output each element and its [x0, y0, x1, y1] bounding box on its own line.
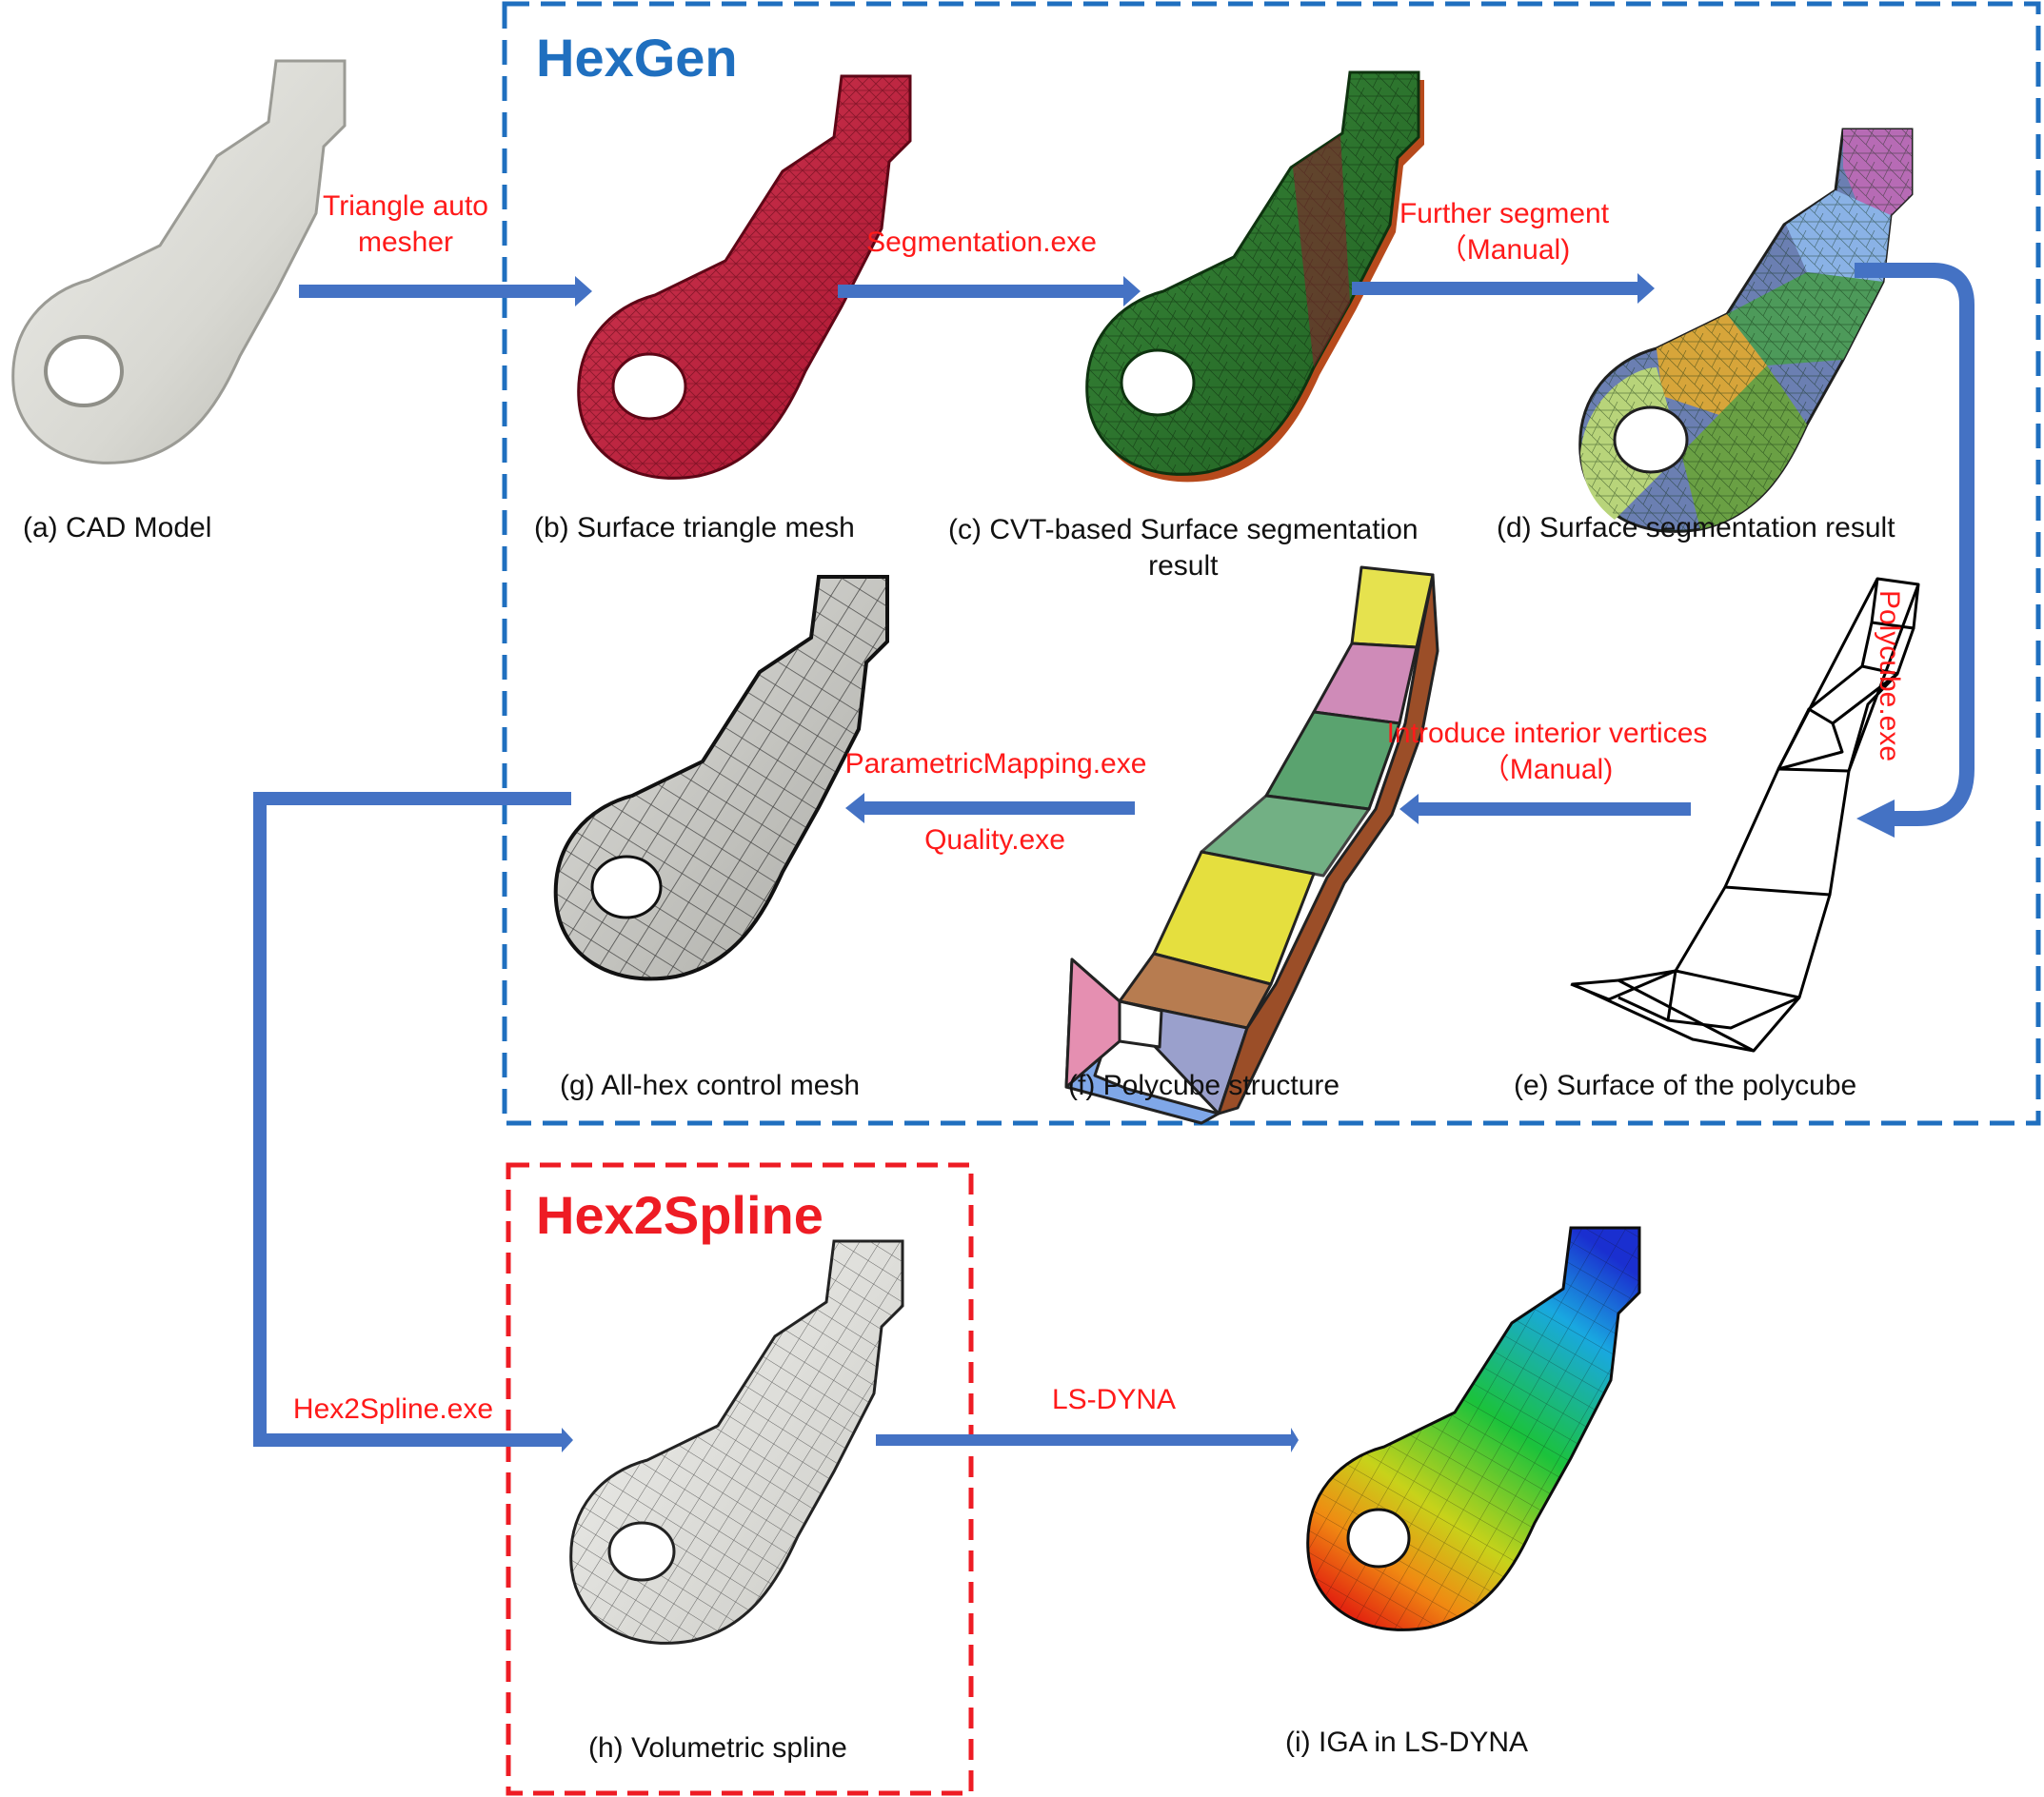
caption-b: (b) Surface triangle mesh: [534, 512, 855, 543]
arrow-hex2spline-vertical: [253, 792, 267, 1447]
volumetric-spline-image: [569, 1239, 904, 1645]
step-further-line2: （Manual): [1438, 234, 1571, 266]
caption-i: (i) IGA in LS-DYNA: [1285, 1727, 1529, 1758]
cad-model-image: [11, 59, 347, 464]
step-further-segment: Further segment （Manual): [1361, 196, 1647, 268]
step-triangle-line2: mesher: [357, 227, 454, 258]
step-parametric-mapping: ParametricMapping.exe: [844, 748, 1147, 780]
arrow-further-segment: [1352, 282, 1637, 295]
caption-h: (h) Volumetric spline: [588, 1732, 847, 1764]
polycube-structure-image: [1064, 565, 1439, 1125]
step-polycube: Polycube.exe: [1874, 589, 1905, 762]
arrow-segmentation: [838, 285, 1123, 298]
polycube-surface-image: [1570, 577, 1920, 1053]
caption-c-line1: (c) CVT-based Surface segmentation: [948, 514, 1419, 545]
step-segmentation: Segmentation.exe: [866, 227, 1097, 258]
step-lsdyna: LS-DYNA: [1051, 1384, 1177, 1415]
step-quality: Quality.exe: [924, 824, 1065, 856]
arrow-hex2spline-top: [253, 792, 571, 805]
hex-control-mesh-image: [553, 575, 889, 981]
arrow-polycube: [1855, 263, 1975, 826]
hexgen-group-box: [502, 1, 2041, 1126]
arrow-interior-vertices-head: [1399, 794, 1419, 824]
caption-d: (d) Surface segmentation result: [1497, 512, 1895, 543]
caption-e: (e) Surface of the polycube: [1514, 1070, 1857, 1101]
arrow-polycube-head: [1856, 800, 1895, 838]
triangle-mesh-image: [577, 74, 912, 480]
hex2spline-title: Hex2Spline: [536, 1185, 824, 1245]
caption-f: (f) Polycube structure: [1068, 1070, 1340, 1101]
arrows: [253, 263, 1975, 1452]
arrow-interior-vertices: [1419, 802, 1691, 816]
arrow-triangle-mesher-head: [575, 276, 592, 306]
arrow-triangle-mesher: [299, 285, 575, 298]
arrow-hex2spline-head: [562, 1428, 573, 1452]
step-interior-line1: Introduce interior vertices: [1386, 718, 1708, 749]
iga-lsdyna-image: [1306, 1226, 1641, 1631]
arrow-parametric-mapping: [864, 801, 1135, 815]
step-interior-line2: （Manual): [1480, 754, 1614, 785]
caption-c: (c) CVT-based Surface segmentation resul…: [948, 512, 1419, 584]
arrow-lsdyna-head: [1291, 1428, 1299, 1452]
arrow-segmentation-head: [1123, 276, 1141, 306]
segmentation-result-image: [1578, 128, 1914, 533]
hex2spline-group-box: [506, 1162, 974, 1796]
step-triangle-mesher: Triangle auto mesher: [310, 188, 501, 261]
caption-a: (a) CAD Model: [23, 512, 212, 543]
caption-c-line2: result: [1148, 550, 1219, 582]
caption-g: (g) All-hex control mesh: [560, 1070, 861, 1101]
step-triangle-line1: Triangle auto: [323, 190, 488, 222]
arrow-further-segment-head: [1637, 273, 1655, 304]
arrow-lsdyna: [876, 1434, 1295, 1446]
hexgen-title: HexGen: [536, 28, 738, 88]
step-hex2spline: Hex2Spline.exe: [292, 1393, 494, 1425]
arrow-parametric-mapping-head: [845, 793, 864, 823]
arrow-hex2spline-bottom: [253, 1433, 564, 1447]
step-further-line1: Further segment: [1399, 198, 1610, 229]
step-interior-vertices: Introduce interior vertices （Manual): [1361, 716, 1733, 788]
cvt-segmentation-image: [1085, 70, 1424, 483]
